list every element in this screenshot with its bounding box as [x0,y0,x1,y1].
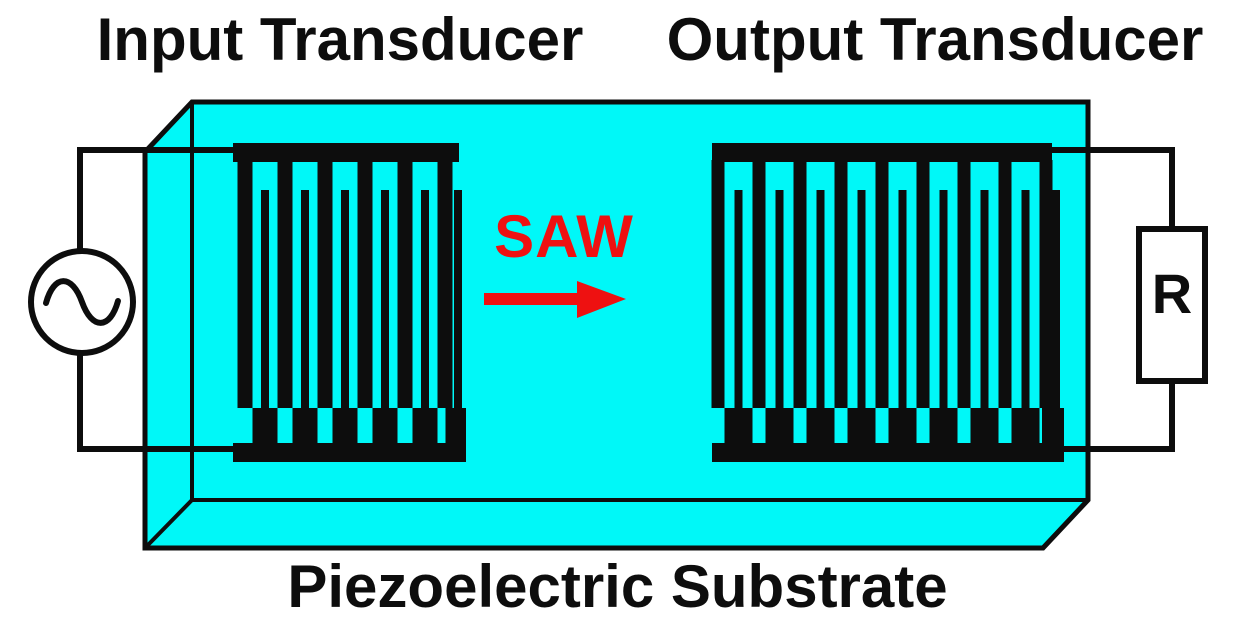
saw-label: SAW [494,203,634,270]
bottom-finger-stem [454,190,462,408]
bottom-finger-foot [292,408,318,443]
bottom-finger-stem [381,190,389,408]
bottom-finger-stem [857,190,866,408]
bottom-finger-stem [341,190,349,408]
wire [77,147,236,252]
piezoelectric-substrate-label: Piezoelectric Substrate [287,553,948,620]
top-busbar [712,143,1052,162]
top-finger [834,160,848,408]
bottom-finger-foot [412,408,438,443]
bottom-finger-foot [847,408,876,443]
substrate-edge [143,498,194,550]
bottom-finger-foot [332,408,358,443]
top-finger [357,160,373,408]
bottom-finger-foot [724,408,753,443]
input-transducer [233,143,466,462]
bottom-finger-foot [1011,408,1040,443]
bottom-finger-stem [301,190,309,408]
top-finger [998,160,1012,408]
bottom-finger-foot [929,408,958,443]
output-transducer-label: Output Transducer [666,6,1204,73]
top-finger [711,160,725,408]
bottom-finger-foot [888,408,917,443]
top-finger [237,160,253,408]
bottom-finger-stem [939,190,948,408]
bottom-finger-stem [898,190,907,408]
bottom-finger-foot [1042,408,1064,443]
bottom-finger-stem [816,190,825,408]
input-transducer-label: Input Transducer [96,6,584,73]
bottom-finger-stem [1021,190,1030,408]
top-finger [916,160,930,408]
top-finger [752,160,766,408]
bottom-finger-foot [252,408,278,443]
bottom-busbar [233,443,466,462]
saw-arrow-shaft [484,293,584,305]
resistor-label: R [1151,262,1193,325]
bottom-finger-stem [775,190,784,408]
bottom-busbar [712,443,1064,462]
wire [77,353,236,452]
top-finger [397,160,413,408]
sine-wave-icon [43,278,121,326]
bottom-finger-foot [970,408,999,443]
saw-arrow-icon [577,281,626,318]
bottom-finger-foot [445,408,466,443]
top-finger [957,160,971,408]
output-transducer [711,143,1064,462]
top-busbar [233,143,459,162]
top-finger [317,160,333,408]
bottom-finger-stem [980,190,989,408]
wire [1050,147,1175,232]
top-finger [437,160,453,408]
bottom-finger-foot [806,408,835,443]
bottom-finger-foot [372,408,398,443]
bottom-finger-stem [734,190,743,408]
bottom-finger-foot [765,408,794,443]
resistor-icon [1136,226,1208,384]
top-finger [1039,160,1053,408]
bottom-finger-stem [1052,190,1060,408]
bottom-finger-stem [421,190,429,408]
bottom-finger-stem [261,190,269,408]
top-finger [277,160,293,408]
wire [1062,378,1175,452]
top-finger [875,160,889,408]
top-finger [793,160,807,408]
